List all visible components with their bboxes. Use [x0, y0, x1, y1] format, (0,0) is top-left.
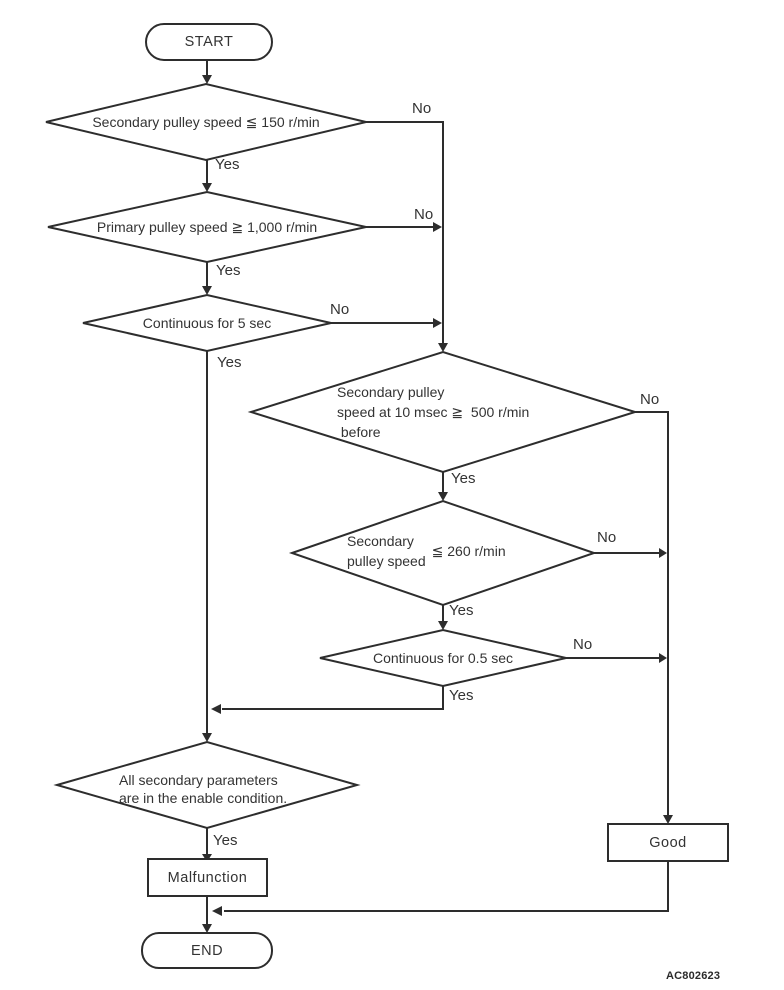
- arrowhead-check05s-no: [659, 653, 667, 663]
- edge-check500-no-line: [635, 411, 669, 815]
- arrowhead-check500-no: [663, 815, 673, 824]
- edge-label-check260-no: No: [597, 529, 617, 546]
- edge-label-check1000-no: No: [414, 206, 434, 223]
- malfunction-box-shape: [147, 858, 268, 897]
- arrowhead-start-to-check150: [202, 75, 212, 84]
- decision-secondary-260-label: Secondary pulley speed: [347, 533, 426, 569]
- decision-secondary-500-before-label: Secondary pulley speed at 10 msec ≧ 500 …: [337, 384, 530, 440]
- decision-continuous-05s-shape: [319, 628, 567, 688]
- end-label: END: [190, 942, 224, 959]
- arrowhead-check1000-no: [433, 222, 442, 232]
- arrowhead-good-to-end: [212, 906, 222, 916]
- decision-secondary-260-label-group: Secondary pulley speed ≦ 260 r/min: [347, 531, 506, 571]
- edge-label-check1000-yes: Yes: [216, 262, 241, 279]
- edge-label-check150-no: No: [412, 100, 432, 117]
- edge-good-to-end-line: [224, 861, 669, 912]
- arrowhead-check500-yes: [438, 492, 448, 501]
- good-box-shape: [607, 823, 729, 862]
- decision-secondary-260-condition: ≦ 260 r/min: [431, 542, 506, 559]
- arrowhead-check05s-yes: [211, 704, 221, 714]
- edge-check05s-yes-line: [222, 686, 444, 710]
- decision-enable-params-shape: [53, 740, 361, 830]
- edge-label-check260-yes: Yes: [449, 602, 474, 619]
- end-terminal-shape: [141, 932, 273, 969]
- decision-secondary-150-label: Secondary pulley speed ≦ 150 r/min: [92, 114, 320, 130]
- arrowhead-malfunction-to-end: [202, 924, 212, 933]
- edge-label-check500-yes: Yes: [451, 470, 476, 487]
- decision-secondary-150-shape: [45, 82, 367, 162]
- decision-continuous-05s-label: Continuous for 0.5 sec: [372, 650, 514, 666]
- decision-continuous-5s-label: Continuous for 5 sec: [142, 315, 272, 331]
- arrowhead-check150-yes: [202, 183, 212, 192]
- start-terminal-shape: [145, 23, 273, 61]
- edge-label-check500-no: No: [640, 391, 660, 408]
- decision-primary-1000-label: Primary pulley speed ≧ 1,000 r/min: [96, 219, 318, 235]
- arrowhead-check260-no: [659, 548, 667, 558]
- edge-label-check150-yes: Yes: [215, 156, 240, 173]
- arrowhead-check260-yes: [438, 621, 448, 630]
- start-label: START: [184, 34, 234, 50]
- decision-secondary-260-shape: [288, 499, 598, 607]
- decision-continuous-5s-shape: [82, 293, 332, 353]
- edge-label-enable-yes: Yes: [213, 832, 238, 849]
- edge-label-check5s-no: No: [330, 301, 350, 318]
- edge-label-check5s-yes: Yes: [217, 354, 242, 371]
- arrowhead-check1000-yes: [202, 286, 212, 295]
- figure-code: AC802623: [666, 970, 721, 982]
- decision-secondary-500-before-shape: [247, 350, 639, 474]
- decision-primary-1000-shape: [47, 190, 367, 264]
- malfunction-label: Malfunction: [167, 869, 248, 886]
- arrowhead-check5s-no: [433, 318, 442, 328]
- edge-check150-no-line: [366, 121, 444, 344]
- good-label: Good: [649, 834, 687, 851]
- edge-label-check05s-no: No: [573, 636, 593, 653]
- edge-label-check05s-yes: Yes: [449, 687, 474, 704]
- arrowhead-check150-no: [438, 343, 448, 352]
- decision-enable-params-label: All secondary parameters are in the enab…: [119, 772, 288, 806]
- arrowhead-check5s-yes: [202, 733, 212, 742]
